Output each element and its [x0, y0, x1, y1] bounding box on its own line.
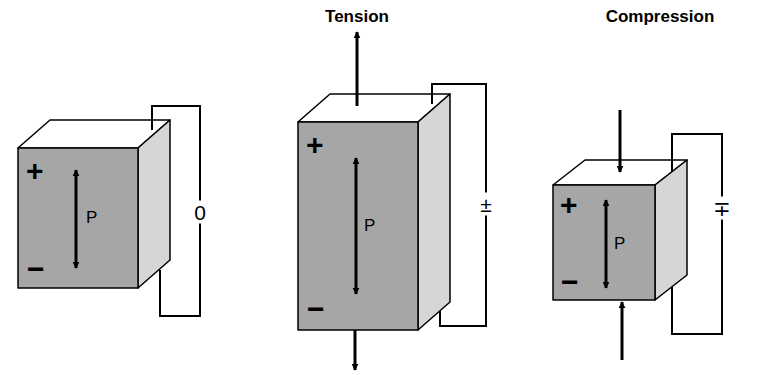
force-arrow	[354, 330, 357, 370]
polarity-sign: +	[560, 190, 578, 220]
voltage-reading: ∓	[711, 197, 733, 220]
polarization-label: P	[364, 217, 375, 234]
cube-front-face	[553, 185, 655, 300]
polarization-label: P	[86, 209, 97, 226]
polarity-sign: −	[27, 254, 45, 284]
voltage-reading: 0	[192, 201, 208, 224]
polarization-arrow	[75, 170, 78, 268]
cube-side-face	[655, 160, 687, 300]
voltage-reading: ±	[478, 193, 494, 216]
polarization-arrow	[355, 158, 358, 294]
cube-front-face	[298, 122, 418, 330]
text-slot: P	[86, 209, 97, 226]
polarity-sign: −	[561, 267, 579, 297]
text-slot: −	[561, 267, 579, 297]
force-arrow	[621, 302, 624, 360]
force-arrow	[356, 32, 359, 106]
crystal-block: + P −	[298, 122, 418, 330]
polarization-arrow	[605, 200, 608, 288]
polarity-sign: +	[306, 130, 324, 160]
text-slot: +	[560, 190, 578, 220]
cube-side-face	[138, 120, 170, 288]
polarization-label: P	[614, 235, 625, 252]
text-slot: P	[364, 217, 375, 234]
text-slot: +	[26, 156, 44, 186]
text-slot: −	[307, 294, 325, 324]
load-heading: Compression	[606, 8, 715, 25]
cube-front-face	[18, 148, 138, 288]
polarity-sign: −	[307, 294, 325, 324]
crystal-block: + P −	[553, 185, 655, 300]
text-slot: +	[306, 130, 324, 160]
load-heading: Tension	[325, 8, 389, 25]
polarity-sign: +	[26, 156, 44, 186]
text-slot: P	[614, 235, 625, 252]
wire	[672, 134, 722, 334]
cube-side-face	[418, 94, 450, 330]
text-slot: −	[27, 254, 45, 284]
crystal-block: + P −	[18, 148, 138, 288]
force-arrow	[619, 110, 622, 172]
